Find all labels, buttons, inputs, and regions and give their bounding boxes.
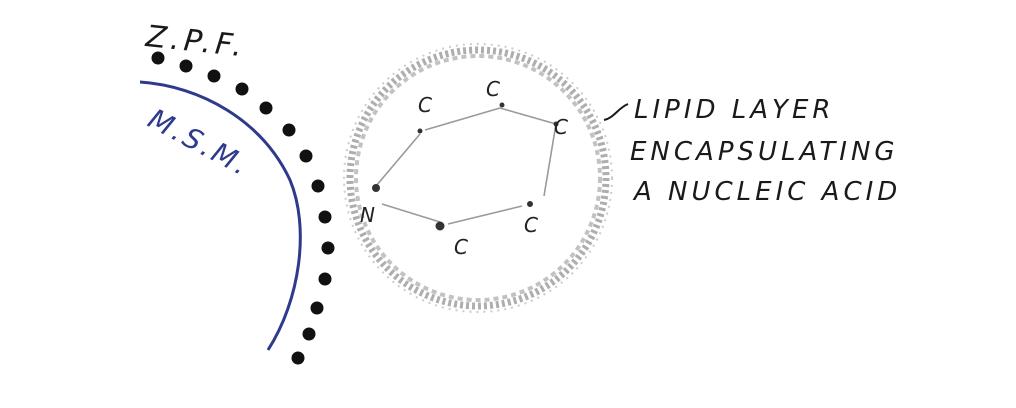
ring-atom-label: N: [360, 203, 375, 227]
annotation-leader-line: [604, 104, 628, 120]
ring-bond: [500, 108, 556, 124]
atom-dot: [436, 222, 445, 231]
ring-atom-dots: [372, 103, 559, 231]
zpf-dot: [322, 242, 335, 255]
ring-atom-label: C: [418, 93, 432, 117]
zpf-dot: [303, 328, 316, 341]
zpf-dot: [208, 70, 221, 83]
ring-bond: [376, 134, 420, 186]
zpf-dot: [312, 180, 325, 193]
zpf-dot: [292, 352, 305, 365]
atom-dot: [372, 184, 380, 192]
ring-bond: [425, 108, 500, 130]
atom-dot: [527, 201, 533, 207]
lipid-layer-circle: [344, 44, 612, 312]
zpf-dot: [300, 150, 313, 163]
zpf-dot: [319, 273, 332, 286]
zpf-dot: [236, 83, 249, 96]
atom-dot: [500, 103, 505, 108]
ring-atom-label: C: [554, 115, 568, 139]
ring-atom-label: C: [454, 235, 468, 259]
zpf-dot: [260, 102, 273, 115]
zpf-dot: [152, 52, 165, 65]
msm-label: M.S.M.: [143, 102, 256, 183]
atom-dot: [418, 129, 423, 134]
ring-bond: [382, 204, 440, 222]
zpf-dotted-boundary: [152, 52, 335, 365]
ring-bond: [448, 206, 522, 224]
zpf-dot: [180, 60, 193, 73]
zpf-dot: [311, 302, 324, 315]
ring-atom-label: C: [524, 213, 538, 237]
annotation-line-1: LIPID LAYER: [634, 95, 834, 125]
zpf-dot: [283, 124, 296, 137]
zpf-dot: [319, 211, 332, 224]
annotation-line-2: ENCAPSULATING: [630, 137, 899, 167]
ring-atom-label: C: [486, 77, 500, 101]
annotation-line-3: A NUCLEIC ACID: [632, 177, 901, 207]
